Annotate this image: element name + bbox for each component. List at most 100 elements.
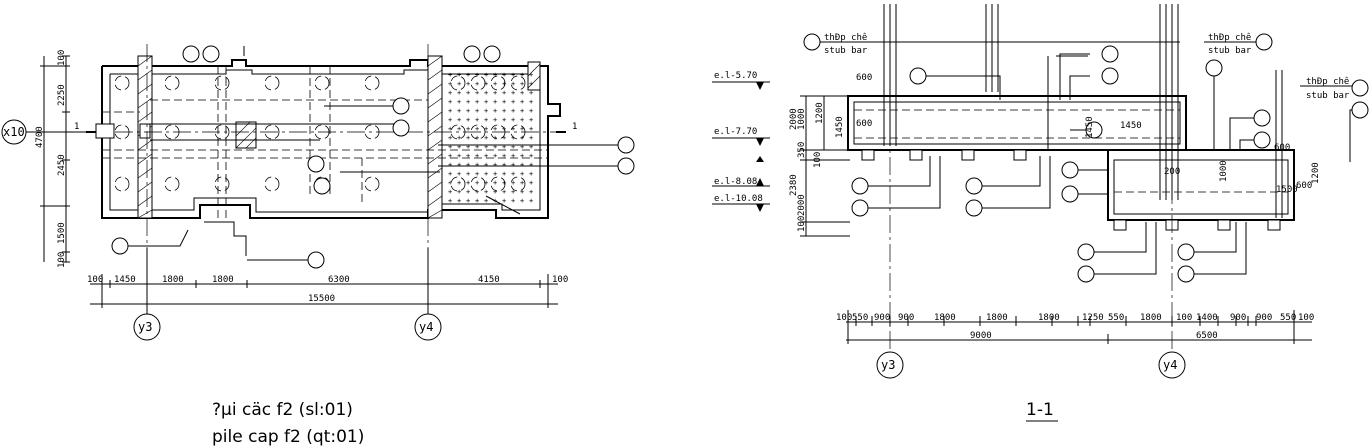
plus-mark: + [448, 71, 452, 79]
plus-mark: + [502, 116, 506, 124]
plus-mark: + [475, 134, 479, 142]
level-2: e.l-8.08 [714, 177, 757, 187]
sec-dim-l6: 100 [813, 152, 823, 168]
plus-mark: + [493, 161, 497, 169]
plus-mark: + [502, 188, 506, 196]
grid-label-y3: y3 [138, 320, 152, 334]
plus-mark: + [457, 134, 461, 142]
plus-mark: + [448, 98, 452, 106]
plus-mark: + [511, 116, 515, 124]
plus-mark: + [511, 71, 515, 79]
dim-left-total: 4700 [35, 126, 45, 148]
plus-mark: + [493, 170, 497, 178]
pile-cap-lower [1107, 149, 1295, 221]
plus-mark: + [457, 125, 461, 133]
plus-mark: + [475, 89, 479, 97]
plus-mark: + [529, 89, 533, 97]
plus-mark: + [484, 197, 488, 205]
plus-mark: + [502, 170, 506, 178]
sec-dim-l2: 350 [797, 142, 807, 158]
plus-mark: + [511, 143, 515, 151]
plus-mark: + [475, 170, 479, 178]
plus-mark: + [457, 71, 461, 79]
plus-mark: + [511, 170, 515, 178]
pile-circle [114, 75, 130, 91]
section-marker-left: 1 [74, 122, 79, 132]
sec-dim-i9: 1500 [1276, 185, 1298, 195]
plus-mark: + [457, 179, 461, 187]
plus-mark: + [466, 71, 470, 79]
plus-mark: + [484, 152, 488, 160]
plus-mark: + [511, 134, 515, 142]
sec-dim-bottom: 900 [874, 313, 890, 323]
plus-mark: + [529, 134, 533, 142]
pile-circles [114, 75, 526, 192]
plus-mark: + [448, 134, 452, 142]
grid-label-x10: x10 [3, 125, 25, 139]
pile-circle [214, 124, 230, 140]
plus-mark: + [493, 89, 497, 97]
pile-cap-plan: ++++++++++++++++++++++++++++++++++++++++… [1, 44, 635, 447]
level-markers: e.l-5.70 e.l-7.70 e.l-8.08 e.l-10.08 [712, 71, 770, 212]
plus-mark: + [457, 188, 461, 196]
sec-dim-bottom: 1400 [1196, 313, 1218, 323]
plus-mark: + [493, 80, 497, 88]
plan-title-en: pile cap f2 (qt:01) [212, 427, 364, 447]
stub-bar-en-3: stub bar [1306, 91, 1350, 101]
plus-mark: + [484, 116, 488, 124]
plan-outline-inner [109, 69, 541, 213]
pile-circle [470, 75, 486, 91]
plus-mark: + [502, 89, 506, 97]
plus-mark: + [502, 98, 506, 106]
dim-left-2: 2450 [57, 154, 67, 176]
plus-mark: + [466, 197, 470, 205]
sec-dim-bottom: 900 [898, 313, 914, 323]
plus-mark: + [484, 98, 488, 106]
plus-mark: + [448, 89, 452, 97]
plus-mark: + [511, 98, 515, 106]
pile-head [1013, 149, 1027, 161]
plus-mark: + [484, 188, 488, 196]
pile-circle [264, 124, 280, 140]
sec-dim-bottom: 1800 [934, 313, 956, 323]
sec-dim-bottom: 100 [836, 313, 852, 323]
plus-mark: + [520, 179, 524, 187]
pile-circle [314, 75, 330, 91]
plus-mark: + [484, 71, 488, 79]
plus-mark: + [475, 80, 479, 88]
plus-mark: + [520, 71, 524, 79]
plus-mark: + [457, 107, 461, 115]
plan-title-vn: ?µi cäc f2 (sl:01) [212, 400, 353, 420]
sec-dim-i6: 1200 [1311, 162, 1321, 184]
stub-bars [883, 4, 1283, 218]
plus-mark: + [457, 197, 461, 205]
pile-circle [164, 176, 180, 192]
section-callout-bubbles [803, 33, 1369, 283]
sec-dim-l3: 1000 [797, 108, 807, 130]
plus-mark: + [520, 107, 524, 115]
sec-dim-i7: 600 [1274, 143, 1290, 153]
sec-dim-l5: 2000 [797, 194, 807, 216]
plus-mark: + [529, 161, 533, 169]
section-dims-left: 100 2000 350 1000 2380 2000 100 1200 145… [789, 95, 850, 237]
plus-mark: + [466, 143, 470, 151]
plus-mark: + [502, 71, 506, 79]
plus-mark: + [529, 98, 533, 106]
wall-y4-hatch-lines [427, 55, 443, 219]
plus-mark: + [475, 179, 479, 187]
plus-mark: + [466, 134, 470, 142]
plus-mark: + [511, 197, 515, 205]
stub-bar-en-1: stub bar [824, 46, 868, 56]
plus-mark: + [484, 80, 488, 88]
plus-mark: + [457, 152, 461, 160]
dim-left-1: 2250 [57, 84, 67, 106]
plus-mark: + [484, 107, 488, 115]
sec-dim-bottom: 1250 [1082, 313, 1104, 323]
plus-mark: + [529, 188, 533, 196]
plus-mark: + [493, 98, 497, 106]
plus-mark: + [466, 152, 470, 160]
sec-grid-bubble-y3 [876, 351, 904, 379]
plus-mark: + [466, 170, 470, 178]
